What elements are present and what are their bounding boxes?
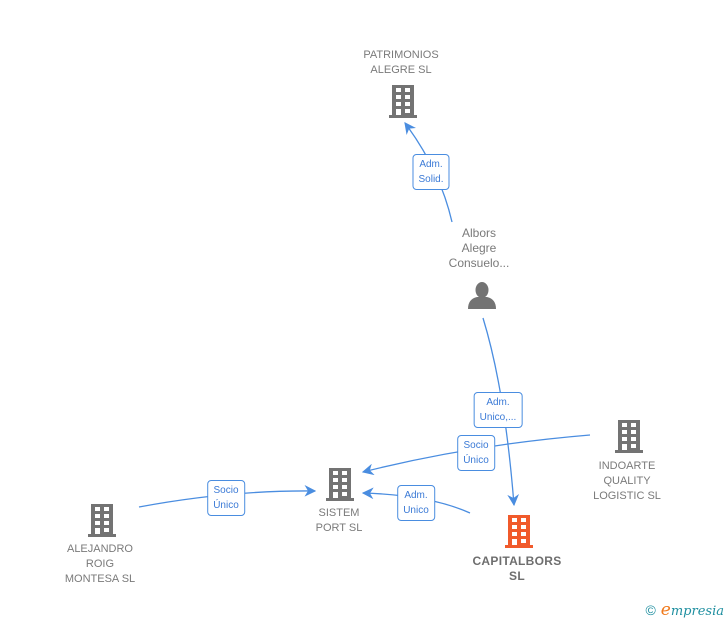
node-label-patrimonios-alegre[interactable]: PATRIMONIOS ALEGRE SL [363, 49, 439, 76]
node-label-alejandro-roig[interactable]: ALEJANDRO ROIG MONTESA SL [64, 543, 136, 585]
building-icon[interactable] [326, 468, 354, 501]
node-label-sistem-port[interactable]: SISTEM PORT SL [315, 507, 363, 534]
copyright-icon: © [645, 602, 656, 618]
empresia-footer: © empresia [645, 600, 724, 620]
empresia-logo-text: mpresia [670, 604, 724, 619]
node-label-albors-alegre[interactable]: Albors Alegre Consuelo... [448, 226, 510, 270]
node-label-capitalbors[interactable]: CAPITALBORS SL [472, 554, 562, 583]
edge-label-socio-unico-indoarte[interactable]: Socio Único [457, 435, 495, 471]
building-icon[interactable] [88, 504, 116, 537]
building-icon[interactable] [615, 420, 643, 453]
edge-label-adm-unico-albors[interactable]: Adm. Unico,... [473, 392, 523, 428]
empresia-logo[interactable]: empresia [661, 600, 724, 620]
node-label-indoarte[interactable]: INDOARTE QUALITY LOGISTIC SL [593, 460, 661, 502]
person-icon[interactable] [468, 282, 496, 309]
edge-label-adm-solid[interactable]: Adm. Solid. [412, 154, 450, 190]
building-icon[interactable] [389, 85, 417, 118]
empresia-logo-initial: e [660, 600, 671, 620]
edge-label-adm-unico-capitalbors[interactable]: Adm. Unico [397, 485, 435, 521]
building-icon-focus[interactable] [505, 515, 533, 548]
edge-label-socio-unico-alejandro[interactable]: Socio Único [207, 480, 245, 516]
